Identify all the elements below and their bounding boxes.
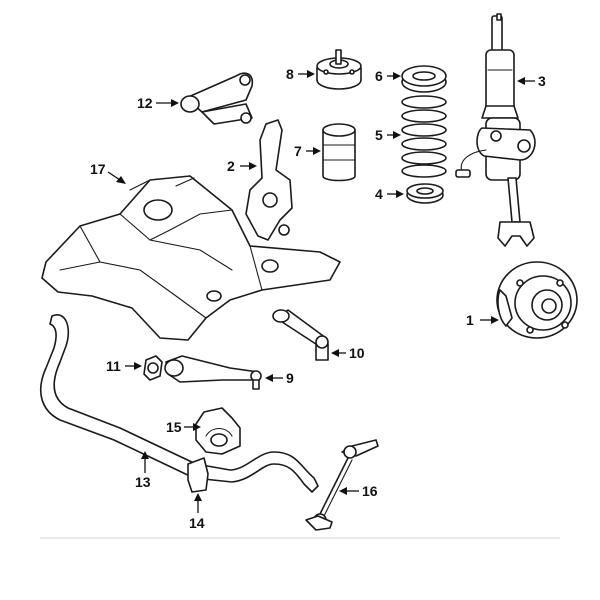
svg-text:13: 13 (135, 474, 151, 490)
svg-text:5: 5 (375, 127, 383, 143)
part-coil-spring (401, 95, 447, 178)
part-lower-spring-seat (406, 183, 444, 204)
callout-15: 15 (166, 419, 201, 435)
svg-text:10: 10 (349, 345, 365, 361)
svg-text:9: 9 (286, 370, 294, 386)
callout-4: 4 (375, 186, 404, 202)
part-bump-stop (322, 123, 356, 182)
callout-10: 10 (331, 345, 365, 361)
callout-1: 1 (466, 312, 499, 328)
svg-text:2: 2 (227, 158, 235, 174)
svg-text:6: 6 (375, 68, 383, 84)
part-steering-knuckle (245, 119, 293, 241)
callout-17: 17 (90, 161, 126, 184)
svg-text:8: 8 (286, 66, 294, 82)
callout-16: 16 (339, 483, 378, 499)
svg-text:11: 11 (106, 358, 121, 374)
part-stabilizer-bar (39, 314, 319, 493)
callout-2: 2 (227, 158, 257, 174)
callout-12: 12 (137, 95, 179, 111)
svg-text:16: 16 (362, 483, 378, 499)
part-lower-arm (272, 309, 329, 361)
svg-text:3: 3 (538, 73, 546, 89)
part-upper-spring-seat (401, 65, 447, 93)
callout-7: 7 (294, 143, 321, 159)
part-tension-strut (164, 355, 262, 390)
callout-6: 6 (375, 68, 401, 84)
svg-text:1: 1 (466, 312, 474, 328)
part-stabilizer-bushing (187, 457, 209, 493)
svg-text:7: 7 (294, 143, 302, 159)
callout-14: 14 (189, 493, 205, 531)
callout-11: 11 (106, 358, 142, 374)
part-strut-mount (316, 49, 362, 90)
svg-text:14: 14 (189, 515, 205, 531)
part-bushing (143, 355, 163, 381)
callout-8: 8 (286, 66, 315, 82)
part-hub-bearing (496, 261, 578, 339)
part-upper-control-arm (180, 72, 254, 125)
callout-3: 3 (517, 73, 546, 89)
part-strut-assembly (455, 13, 536, 247)
svg-text:17: 17 (90, 161, 106, 177)
part-bushing-bracket (195, 407, 241, 455)
svg-text:15: 15 (166, 419, 182, 435)
callout-5: 5 (375, 127, 401, 143)
part-subframe (41, 175, 341, 341)
svg-text:4: 4 (375, 186, 383, 202)
callout-9: 9 (265, 370, 294, 386)
callout-13: 13 (135, 451, 151, 490)
svg-text:12: 12 (137, 95, 153, 111)
part-stabilizer-link (305, 439, 379, 531)
